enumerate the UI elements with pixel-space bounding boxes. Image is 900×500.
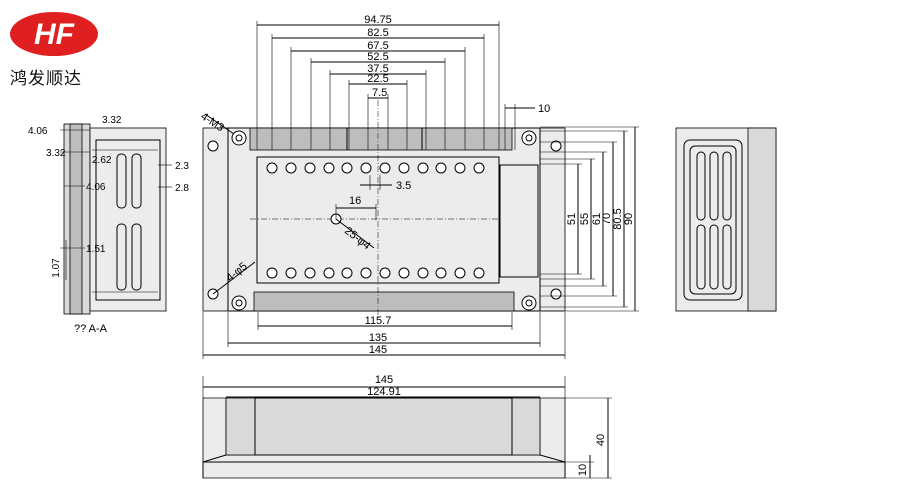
section-dim-label: 1.51 <box>86 244 106 255</box>
terminal-hole <box>323 267 335 279</box>
section-body <box>89 127 167 312</box>
hf-logo: HF <box>10 12 98 56</box>
front-dim-label: 145 <box>375 374 393 386</box>
dim-10-label: 10 <box>538 103 550 115</box>
dim-label: 51 <box>566 213 578 225</box>
dim-3-5-label: 3.5 <box>396 180 411 192</box>
mount-hole <box>207 140 219 152</box>
terminal-hole <box>435 267 447 279</box>
section-dim-label: 2.3 <box>175 161 189 172</box>
dim-label: 82.5 <box>367 27 388 39</box>
section-dim-label: 2.62 <box>92 155 112 166</box>
dim-16: 16 <box>335 195 377 220</box>
front-dim-label: 124.91 <box>367 386 401 398</box>
brand-name: 鸿发顺达 <box>10 69 82 89</box>
mount-hole <box>550 140 562 152</box>
corner-hole <box>521 130 537 146</box>
terminal-hole <box>285 162 297 174</box>
terminal-hole <box>473 267 485 279</box>
terminal-hole <box>417 162 429 174</box>
dim-10: 10 <box>504 103 550 150</box>
terminal-hole <box>304 162 316 174</box>
dim-label: 90 <box>623 213 635 225</box>
dim-label: 94.75 <box>364 14 392 26</box>
corner-hole <box>231 295 247 311</box>
dim-label: 7.5 <box>372 87 387 99</box>
dim-label: 37.5 <box>367 63 388 75</box>
dim-label: 61 <box>591 213 603 225</box>
terminal-hole <box>379 162 391 174</box>
side-window <box>499 164 539 278</box>
terminal-hole <box>266 267 278 279</box>
dim-label: 145 <box>369 344 387 356</box>
mount-hole <box>550 288 562 300</box>
dim-16-label: 16 <box>349 195 361 207</box>
logo-oval <box>10 12 98 56</box>
front-dim-label: 10 <box>577 464 589 476</box>
top-terminal-strip <box>249 127 513 151</box>
terminal-hole <box>454 162 466 174</box>
section-dim-label: 3.32 <box>46 148 66 159</box>
corner-hole <box>231 130 247 146</box>
bottom-terminal-strip <box>253 291 515 312</box>
section-view <box>63 123 167 315</box>
front-view <box>202 397 566 479</box>
top-view <box>202 100 566 320</box>
dim-label: 52.5 <box>367 51 388 63</box>
terminal-hole <box>285 267 297 279</box>
logo-text: HF <box>34 18 75 51</box>
terminal-hole <box>398 267 410 279</box>
dim-label: 70 <box>601 213 613 225</box>
dim-label: 135 <box>369 332 387 344</box>
section-dim-label: 4.06 <box>86 182 106 193</box>
terminal-hole <box>398 162 410 174</box>
section-dim-label: 1.07 <box>51 258 62 278</box>
terminal-holes-top <box>266 162 485 174</box>
terminal-hole <box>435 162 447 174</box>
dim-label: 115.7 <box>365 315 392 327</box>
terminal-hole <box>266 162 278 174</box>
terminal-hole <box>454 267 466 279</box>
dim-label: 55 <box>579 213 591 225</box>
dim-label: 67.5 <box>367 40 388 52</box>
terminal-hole <box>379 267 391 279</box>
section-caption: ?? A-A <box>74 323 108 335</box>
terminal-hole <box>341 267 353 279</box>
terminal-hole <box>304 267 316 279</box>
section-dim-label: 3.32 <box>102 115 122 126</box>
terminal-hole <box>360 162 372 174</box>
terminal-hole <box>323 162 335 174</box>
dim-label: 80.5 <box>612 208 624 229</box>
section-dim-label: 2.8 <box>175 183 189 194</box>
terminal-hole <box>473 162 485 174</box>
side-view <box>675 127 777 312</box>
terminal-hole <box>417 267 429 279</box>
front-dim-label: 40 <box>595 434 607 446</box>
dim-label: 22.5 <box>367 73 388 85</box>
terminal-hole <box>360 267 372 279</box>
dim-3-5: 3.5 <box>360 175 411 192</box>
section-dim-label: 4.06 <box>28 126 48 137</box>
section-dimensions: 4.06 3.32 3.32 2.62 4.06 1.07 1.51 2.3 2.8 <box>28 115 189 280</box>
terminal-hole <box>341 162 353 174</box>
top-view-outline <box>202 127 566 312</box>
corner-hole <box>521 295 537 311</box>
terminal-holes-bottom <box>266 267 485 279</box>
